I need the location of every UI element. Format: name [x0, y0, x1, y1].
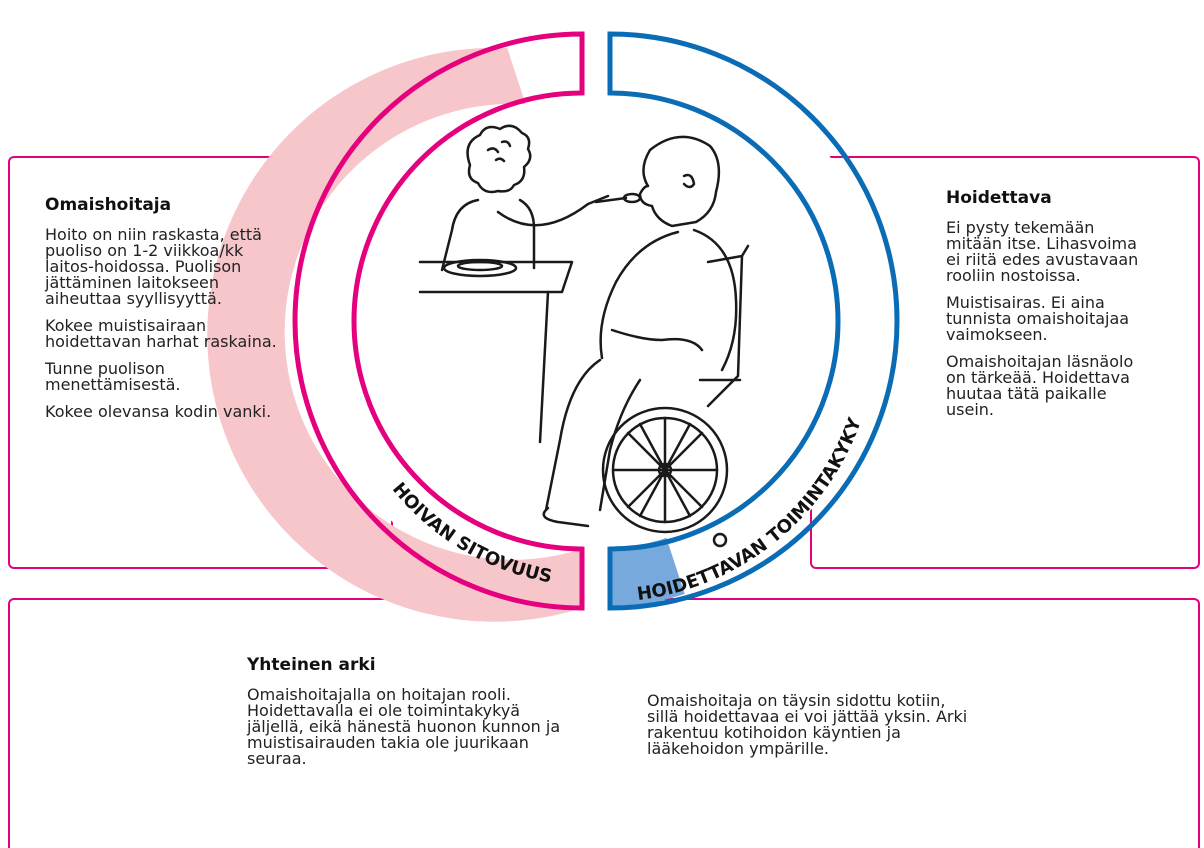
hoivan-sitovuus-fill — [207, 47, 583, 622]
caregiver-feeding-illustration-icon — [418, 124, 750, 548]
omaishoitaja-panel: Omaishoitaja Hoito on niin raskasta, ett… — [45, 195, 280, 431]
hoidettava-paragraph: Omaishoitajan läsnäolo on tärkeää. Hoide… — [946, 352, 1134, 419]
hoidettava-paragraph: Muistisairas. Ei aina tunnista omaishoit… — [946, 293, 1130, 344]
hoidettava-paragraph: Ei pysty tekemään mitään itse. Lihasvoim… — [946, 218, 1139, 285]
yhteinen-arki-panel-2: Omaishoitaja on täysin sidottu kotiin, s… — [647, 693, 977, 768]
hoidettava-title: Hoidettava — [946, 188, 1052, 208]
yhteinen-arki-col1: Omaishoitajalla on hoitajan rooli. Hoide… — [247, 685, 561, 768]
yhteinen-arki-panel: Yhteinen arki Omaishoitajalla on hoitaja… — [247, 655, 577, 778]
yhteinen-arki-box — [8, 598, 1200, 848]
hoidettavan-toimintakyky-fill — [610, 537, 685, 608]
omaishoitaja-paragraph: Tunne puolison menettämisestä. — [45, 359, 181, 394]
hoidettava-panel: Hoidettava Ei pysty tekemään mitään itse… — [946, 188, 1146, 429]
hoivan-sitovuus-gauge — [292, 31, 585, 611]
omaishoitaja-title: Omaishoitaja — [45, 195, 172, 215]
yhteinen-arki-title: Yhteinen arki — [247, 655, 376, 675]
omaishoitaja-paragraph: Hoito on niin raskasta, että puoliso on … — [45, 225, 262, 308]
yhteinen-arki-col2: Omaishoitaja on täysin sidottu kotiin, s… — [647, 691, 968, 758]
hoidettavan-toimintakyky-gauge — [607, 31, 900, 611]
omaishoitaja-paragraph: Kokee olevansa kodin vanki. — [45, 402, 272, 421]
omaishoitaja-paragraph: Kokee muistisairaan hoidettavan harhat r… — [45, 316, 277, 351]
